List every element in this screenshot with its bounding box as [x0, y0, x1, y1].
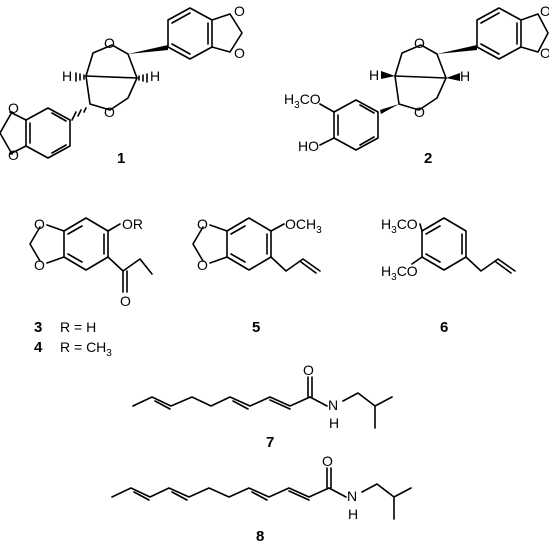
compound-id-5: 5: [252, 319, 260, 336]
compound-id-2: 2: [424, 150, 432, 167]
c1-o-bottom: O: [104, 104, 115, 120]
c7-h: H: [329, 415, 339, 431]
c3-o-b: O: [34, 257, 45, 273]
stereo-hash-right: [138, 73, 148, 83]
c1-h-left: H: [62, 68, 72, 84]
c3-o-a: O: [34, 216, 45, 232]
stereo-hash-lower: [71, 107, 87, 121]
c8-o: O: [322, 453, 333, 469]
c3-or: OR: [122, 216, 143, 232]
c2-hydroxy: HO: [298, 138, 319, 154]
c3-substituent: R = H: [60, 319, 96, 335]
c8-n: N: [347, 488, 357, 504]
c2-methoxy: H3CO: [284, 91, 321, 111]
c1-o-c: O: [8, 100, 19, 116]
c1-o-a: O: [234, 3, 245, 19]
c8-h: H: [348, 506, 358, 522]
compound-1: [0, 7, 243, 159]
c2-o-a: O: [540, 3, 549, 19]
c7-n: N: [328, 397, 338, 413]
c2-h-right: H: [460, 68, 470, 84]
c3-o-ketone: O: [120, 293, 131, 309]
c5-och3: OCH3: [285, 216, 322, 236]
c2-h-left: H: [369, 67, 379, 83]
stereo-hash-left: [75, 72, 85, 82]
compound-8: [111, 467, 412, 520]
c4-substituent: R = CH3: [60, 339, 112, 359]
c2-o-top: O: [414, 35, 425, 51]
c6-ome-top: H3CO: [381, 216, 418, 236]
c5-o-b: O: [197, 257, 208, 273]
c1-o-b: O: [234, 45, 245, 61]
compound-id-8: 8: [256, 528, 264, 545]
compound-3-4: [29, 217, 153, 293]
compound-6: [411, 217, 516, 274]
c1-o-top: O: [104, 35, 115, 51]
c1-o-d: O: [8, 147, 19, 163]
compound-id-4: 4: [34, 339, 43, 356]
c2-o-bottom: O: [414, 104, 425, 120]
compound-5: [192, 217, 321, 274]
compound-id-1: 1: [117, 150, 125, 167]
compound-id-6: 6: [440, 319, 448, 336]
compound-id-3: 3: [34, 319, 42, 336]
c7-o: O: [303, 362, 314, 378]
compound-7: [132, 376, 393, 429]
compound-2: [319, 7, 549, 151]
c5-o-a: O: [197, 216, 208, 232]
c6-ome-bottom: H3CO: [381, 263, 418, 283]
c1-h-right: H: [150, 68, 160, 84]
c2-o-b: O: [540, 45, 549, 61]
compound-id-7: 7: [266, 434, 274, 451]
